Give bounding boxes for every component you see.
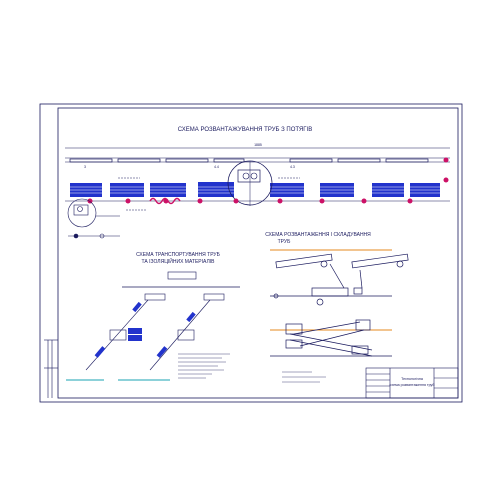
unloading-lower-mech <box>270 319 392 357</box>
unloading-title-2: ТРУБ <box>278 239 291 245</box>
inner-frame <box>57 107 459 399</box>
title-block-line-2: схема розвантаження труб <box>390 383 435 387</box>
unloading-upper-mech <box>270 253 409 306</box>
left-equipment <box>67 198 120 239</box>
track-dim-c: 4.3 <box>290 165 295 169</box>
transport-title-1: СХЕМА ТРАНСПОРТУВАННЯ ТРУБ <box>136 252 221 258</box>
transport-trucks <box>85 299 211 371</box>
wagons-top-row <box>69 158 429 163</box>
track-dim-a: 3 <box>84 165 86 169</box>
unloading-notes <box>282 371 326 383</box>
title-block-line-1: Технологічна <box>401 377 423 381</box>
pipe-stacks <box>70 182 440 197</box>
transport-box-top <box>167 271 197 280</box>
track-dim-b: 4.4 <box>214 165 219 169</box>
transport-title-2: ТА ІЗОЛЯЦІЙНИХ МАТЕРІАЛІВ <box>142 257 216 265</box>
top-dimension-label: 1885 <box>254 143 262 147</box>
transport-notes <box>178 353 230 379</box>
unloading-title-1: СХЕМА РОЗВАНТАЖЕННЯ І СКЛАДУВАННЯ <box>265 232 371 238</box>
outer-frame <box>39 103 463 403</box>
main-title: СХЕМА РОЗВАНТАЖУВАННЯ ТРУБ З ПОТЯГІВ <box>178 127 312 133</box>
title-block <box>365 367 459 399</box>
magenta-coil <box>149 197 181 205</box>
flow-arrows <box>118 177 300 211</box>
crane-body <box>237 169 261 183</box>
